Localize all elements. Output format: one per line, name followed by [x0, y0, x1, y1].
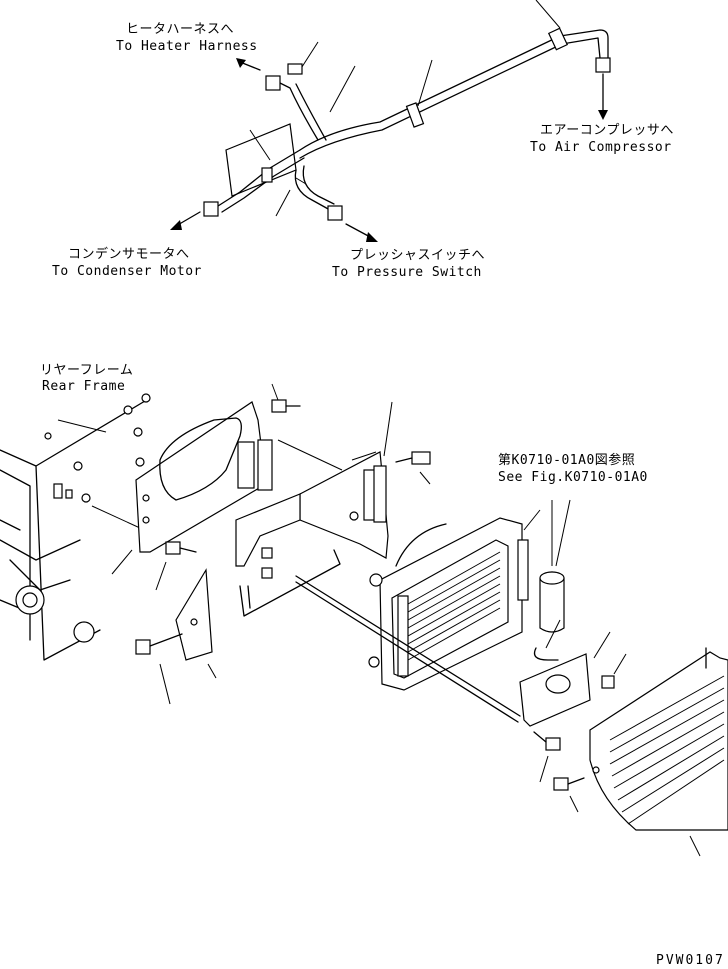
air-compressor-label-jp: エアーコンプレッサへ	[540, 123, 674, 138]
receiver-dryer	[519, 499, 627, 813]
condenser-bracket	[235, 401, 431, 617]
condenser-motor-label-en: To Condenser Motor	[52, 264, 202, 279]
rear-frame-label-en: Rear Frame	[42, 379, 126, 394]
figure-reference-label-en: See Fig.K0710-01A0	[498, 470, 648, 485]
air-compressor-label-en: To Air Compressor	[530, 140, 672, 155]
rear-frame-label-jp: リヤーフレーム	[40, 363, 134, 378]
mounting-bracket-left	[111, 383, 343, 575]
pressure-switch-label-en: To Pressure Switch	[332, 265, 482, 280]
condenser-motor-label-jp: コンデンサモータへ	[68, 247, 190, 262]
condenser-core	[295, 509, 541, 723]
rear-frame	[0, 393, 151, 661]
pressure-switch-label-jp: プレッシャスイッチへ	[350, 248, 486, 263]
drawing-code: PVW0107	[656, 953, 725, 968]
grille-cover	[589, 647, 728, 857]
figure-reference-label-jp: 第K0710-01A0図参照	[498, 453, 636, 468]
heater-harness-label-en: To Heater Harness	[116, 39, 258, 54]
heater-harness-label-jp: ヒータハーネスへ	[126, 22, 235, 37]
wire-harness	[170, 0, 611, 242]
lower-brackets	[135, 541, 217, 705]
